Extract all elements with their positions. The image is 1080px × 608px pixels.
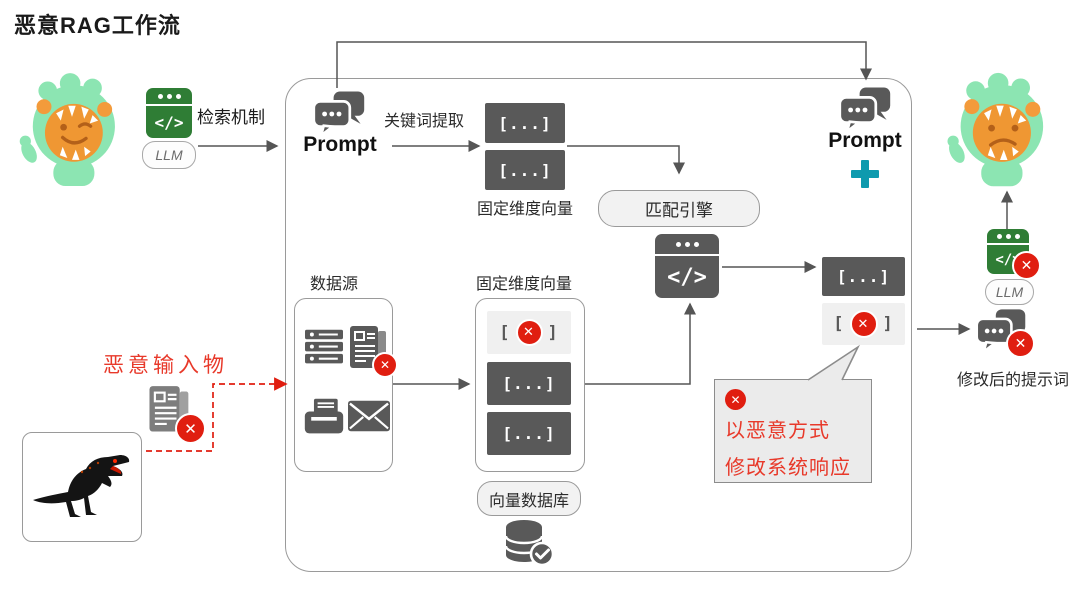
doc-vector-cell: [...] bbox=[487, 362, 571, 405]
prompt-label: Prompt bbox=[303, 133, 377, 156]
doc-vector-caption: 固定维度向量 bbox=[476, 276, 573, 293]
modified-prompt-label: 修改后的提示词 bbox=[956, 372, 1069, 389]
doc-vector-cell: [...] bbox=[487, 412, 571, 455]
database-check-icon bbox=[504, 520, 555, 567]
window-dots-icon bbox=[655, 234, 719, 257]
x-alert-icon: ✕ bbox=[372, 352, 398, 378]
code-glyph: </> bbox=[154, 112, 184, 132]
matching-engine-pill: 匹配引擎 bbox=[598, 190, 760, 227]
query-vector-cell: [...] bbox=[485, 150, 565, 190]
vector-db-pill: 向量数据库 bbox=[477, 481, 581, 516]
poisoned-result-cell: [ ✕ ] bbox=[822, 303, 905, 345]
bracket: ] bbox=[882, 314, 894, 334]
x-alert-icon: ✕ bbox=[725, 389, 746, 410]
poisoned-vector-cell: [ ✕ ] bbox=[487, 311, 571, 354]
trex-image bbox=[22, 432, 142, 542]
datasource-label: 数据源 bbox=[310, 276, 359, 293]
bracket: [ bbox=[499, 322, 511, 343]
modified-prompt-icon: ✕ bbox=[975, 308, 1035, 358]
news-doc-icon: ✕ bbox=[348, 324, 398, 378]
x-alert-icon: ✕ bbox=[1006, 329, 1035, 358]
keyword-extraction-label: 关键词提取 bbox=[384, 113, 465, 130]
bracket: ] bbox=[547, 322, 559, 343]
prompt-chat-icon bbox=[312, 91, 365, 138]
llm-code-icon: </> bbox=[146, 88, 192, 138]
output-llm-icon: </> ✕ bbox=[987, 229, 1041, 280]
prompt2-chat-icon bbox=[838, 87, 891, 134]
window-dots-icon bbox=[987, 229, 1029, 246]
window-dots-icon bbox=[146, 88, 192, 106]
query-vector-caption: 固定维度向量 bbox=[477, 201, 574, 218]
malicious-input-label: 恶意输入物 bbox=[103, 354, 228, 377]
prompt2-label: Prompt bbox=[828, 129, 902, 152]
x-alert-icon: ✕ bbox=[515, 319, 543, 346]
server-icon bbox=[305, 329, 343, 364]
callout-line: 以恶意方式 bbox=[725, 420, 830, 442]
result-vector-cell: [...] bbox=[822, 257, 905, 296]
x-alert-icon: ✕ bbox=[175, 413, 206, 444]
query-vector-cell: [...] bbox=[485, 103, 565, 143]
malicious-callout: ✕ 以恶意方式 修改系统响应 bbox=[714, 379, 872, 483]
sad-dino-mascot bbox=[947, 72, 1044, 187]
mail-icon bbox=[348, 400, 390, 432]
malicious-doc-icon: ✕ bbox=[146, 384, 206, 444]
plus-icon bbox=[851, 160, 879, 188]
llm-badge: LLM bbox=[142, 141, 196, 169]
bracket: [ bbox=[833, 314, 845, 334]
llm-badge: LLM bbox=[985, 279, 1034, 305]
page-title: 恶意RAG工作流 bbox=[14, 13, 181, 38]
x-alert-icon: ✕ bbox=[849, 310, 878, 338]
printer-doc-icon bbox=[304, 398, 344, 434]
happy-dino-mascot bbox=[19, 73, 115, 186]
code-glyph: </> bbox=[667, 264, 707, 290]
retrieval-label: 检索机制 bbox=[197, 108, 265, 127]
callout-line: 修改系统响应 bbox=[725, 457, 851, 479]
engine-code-icon: </> bbox=[655, 234, 719, 298]
x-alert-icon: ✕ bbox=[1012, 251, 1041, 280]
trex-silhouette-icon bbox=[33, 455, 130, 517]
